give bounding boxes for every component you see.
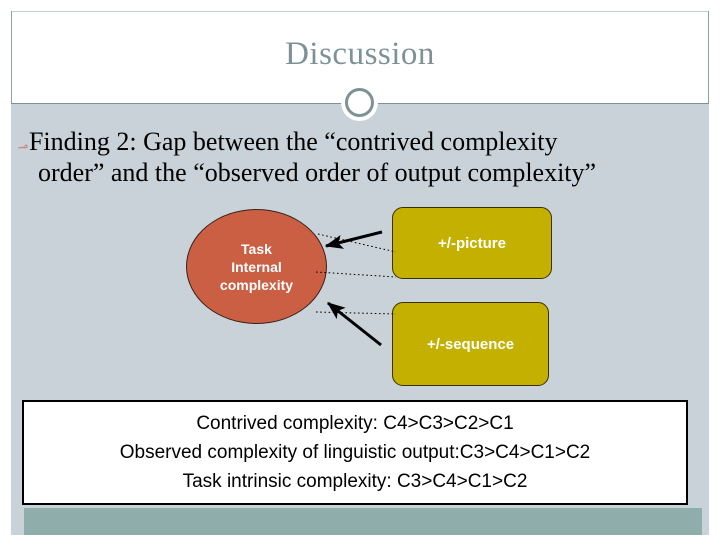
ornamental-bullet-icon: ؃ <box>18 131 28 151</box>
summary-line-observed: Observed complexity of linguistic output… <box>119 442 591 463</box>
header-right-rule <box>708 11 709 104</box>
header-top-rule <box>11 11 709 12</box>
header-left-rule <box>11 11 12 104</box>
footer-right-gap <box>702 508 709 535</box>
summary-line-contrived: Contrived complexity: C4>C3>C2>C1 <box>196 413 514 434</box>
finding-bullet-block: ؃ Finding 2: Gap between the “contrived … <box>18 126 702 188</box>
footer-left-gap <box>11 508 24 535</box>
finding-bullet-line-1: Finding 2: Gap between the “contrived co… <box>28 127 558 156</box>
summary-line-intrinsic: Task intrinsic complexity: C3>C4>C1>C2 <box>182 471 528 492</box>
slide-title: Discussion <box>285 36 435 72</box>
decorative-ring-icon <box>345 88 374 117</box>
finding-bullet-line-2: order” and the “observed order of output… <box>38 158 597 187</box>
summary-text-box: Contrived complexity: C4>C3>C2>C1 Observ… <box>22 400 688 505</box>
slide-footer-band <box>24 508 702 535</box>
